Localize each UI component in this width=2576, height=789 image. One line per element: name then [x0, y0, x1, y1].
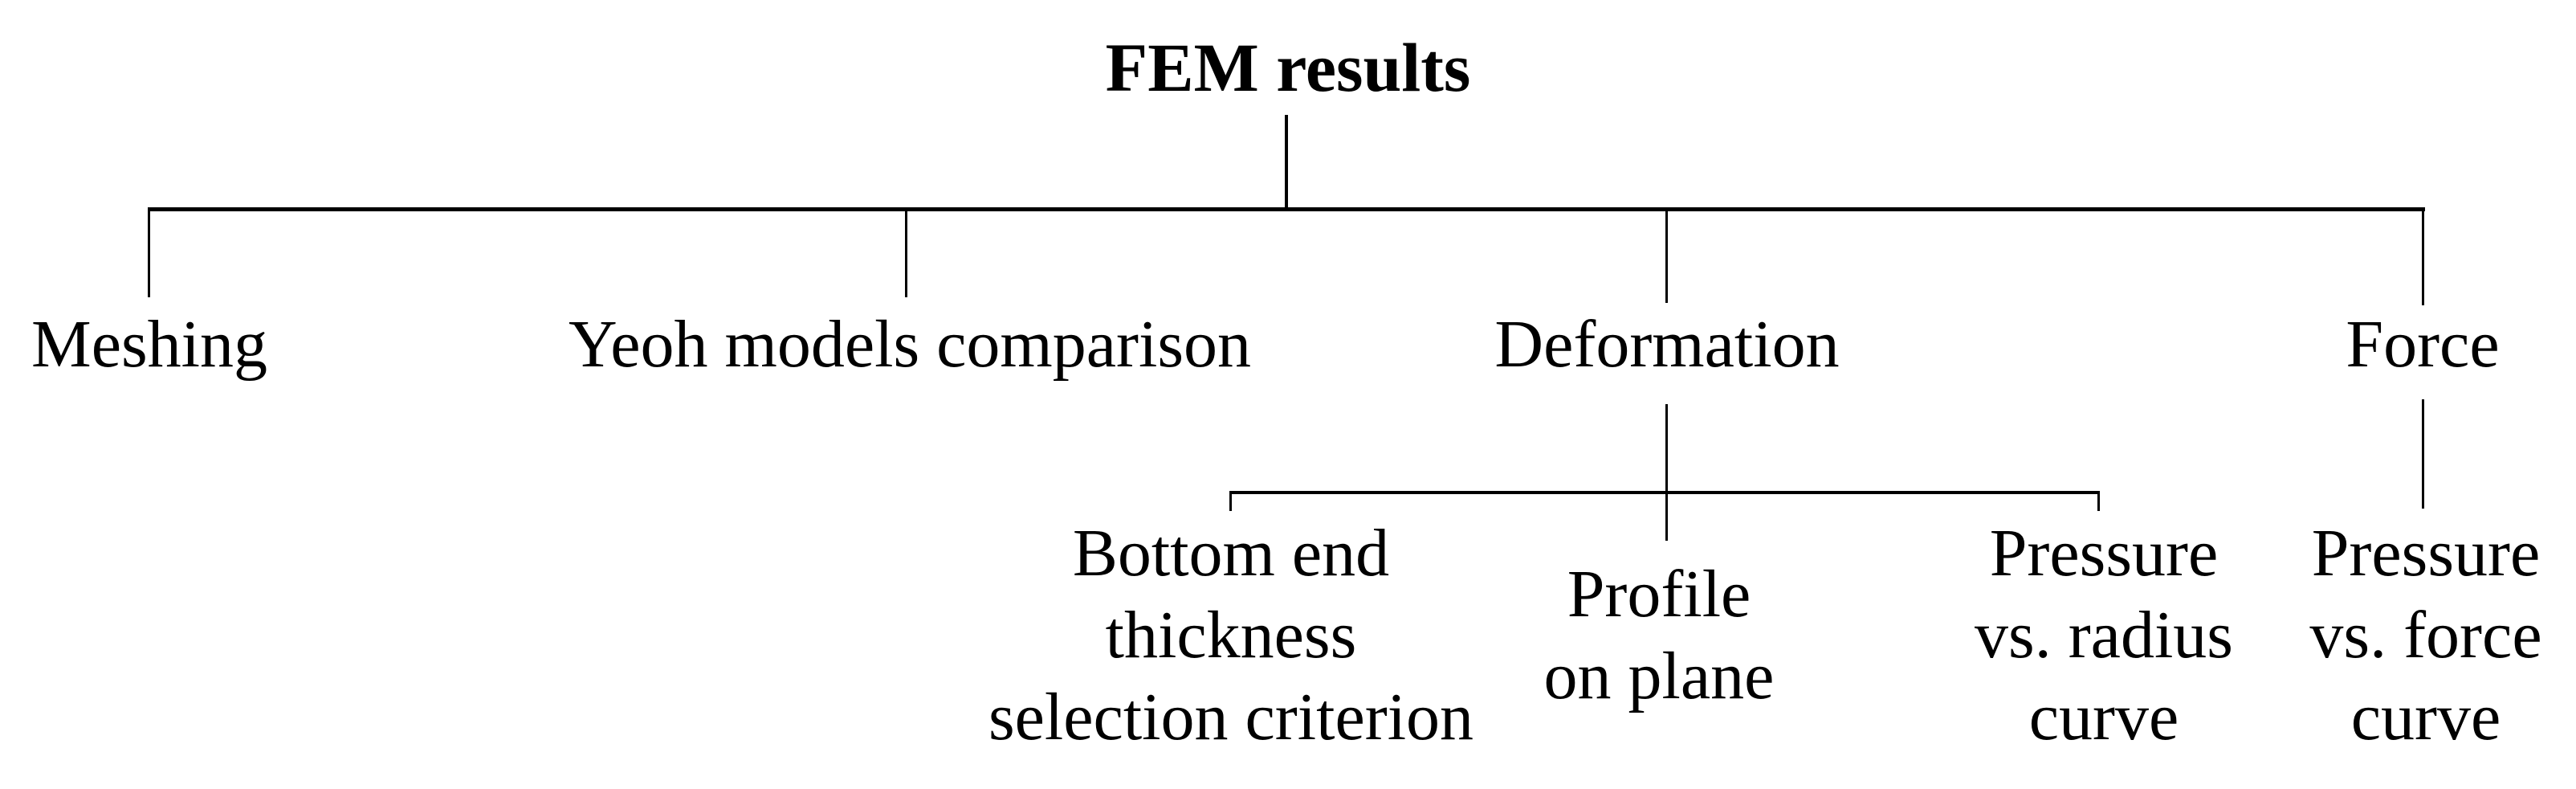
connector-deformation-to-children	[1665, 404, 1668, 541]
level2-horizontal-connector	[1229, 491, 2100, 494]
node-label-line: curve	[2350, 680, 2501, 754]
node-force: Force	[2346, 307, 2500, 382]
root-node-label: FEM results	[1105, 29, 1471, 106]
level1-horizontal-connector	[148, 207, 2425, 211]
connector-drop-deformation	[1665, 207, 1668, 303]
node-meshing: Meshing	[31, 307, 267, 382]
connector-force-to-child	[2422, 399, 2424, 509]
node-pressure-vs-force: Pressure vs. force curve	[2309, 513, 2541, 758]
connector-drop-yeoh	[905, 207, 907, 297]
node-bottom-end-thickness: Bottom end thickness selection criterion	[988, 513, 1473, 758]
node-label-line: curve	[2028, 680, 2179, 754]
node-pressure-vs-radius: Pressure vs. radius curve	[1975, 513, 2233, 758]
node-label-line: Pressure	[2311, 516, 2541, 591]
level2-left-tick	[1229, 491, 1232, 511]
node-deformation: Deformation	[1494, 307, 1840, 382]
node-profile-on-plane: Profile on plane	[1544, 554, 1775, 717]
node-yeoh-models-comparison: Yeoh models comparison	[568, 307, 1252, 382]
node-label-line: Pressure	[1989, 516, 2219, 591]
node-label-line: selection criterion	[988, 680, 1474, 754]
node-label-line: Bottom end	[1072, 516, 1390, 591]
connector-drop-meshing	[148, 207, 150, 297]
node-label-line: Profile	[1567, 557, 1751, 632]
node-label-line: on plane	[1543, 639, 1775, 713]
connector-drop-force	[2422, 207, 2424, 305]
connector-root-drop	[1285, 115, 1288, 211]
node-label-line: vs. force	[2309, 598, 2542, 672]
node-label-line: thickness	[1105, 598, 1357, 672]
level2-right-tick	[2097, 491, 2100, 511]
node-label-line: vs. radius	[1975, 598, 2233, 672]
